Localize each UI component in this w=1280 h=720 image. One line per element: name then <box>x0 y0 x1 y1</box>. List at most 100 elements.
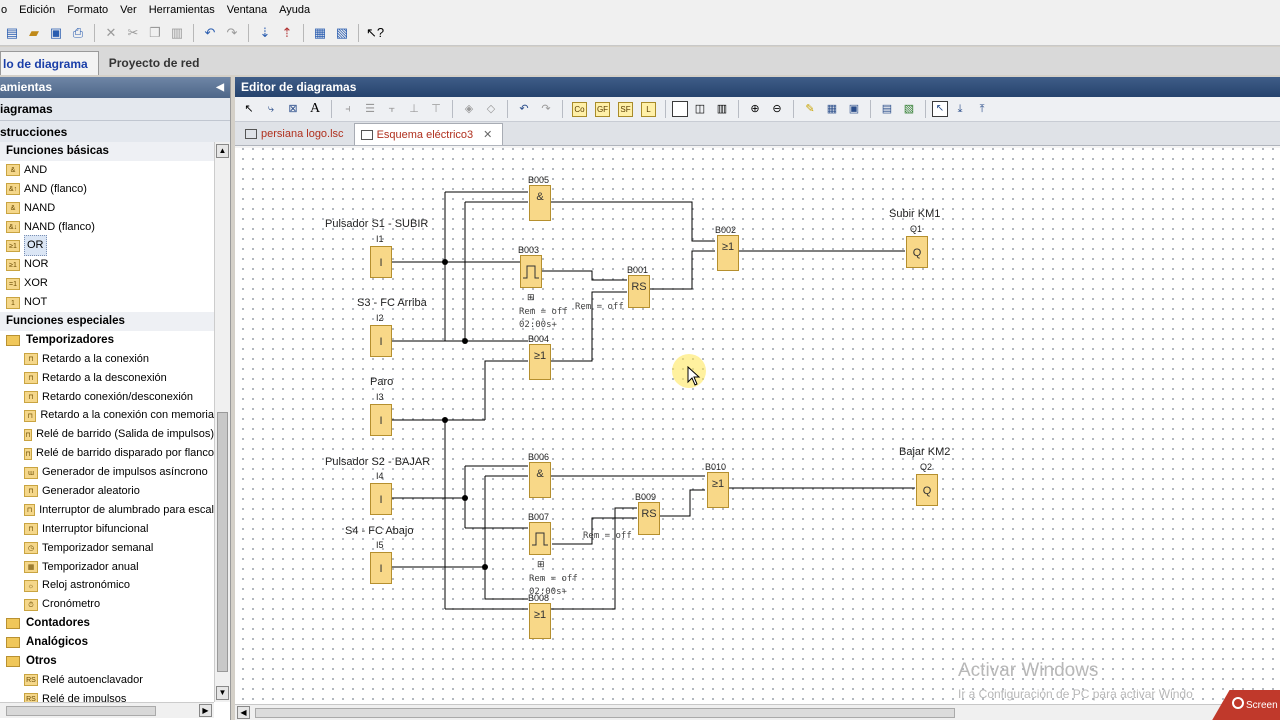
collapse-arrow-icon[interactable]: ◀ <box>216 82 224 93</box>
tree-others[interactable]: Otros <box>0 652 214 671</box>
select-tool-icon[interactable]: ↖ <box>244 103 254 115</box>
grid-icon[interactable]: ▦ <box>826 103 838 115</box>
transfer-pc-logo-icon[interactable]: ⇣ <box>259 24 271 40</box>
align-middle-icon[interactable]: ⊥ <box>409 103 419 115</box>
expand-icon[interactable]: ⊞ <box>537 559 545 569</box>
tab-persiana-logo[interactable]: persiana logo.lsc <box>239 123 354 145</box>
tree-item-timer[interactable]: ⏱Cronómetro <box>0 595 214 614</box>
basic-functions-button[interactable]: GF <box>595 101 610 117</box>
tree-item-timer[interactable]: ◷Temporizador semanal <box>0 539 214 558</box>
delete-icon[interactable]: ✕ <box>105 24 117 40</box>
split-triple-icon[interactable]: ▥ <box>716 103 728 115</box>
scrollbar-thumb[interactable] <box>217 412 228 672</box>
tree-item-timer[interactable]: ⊓Interruptor de alumbrado para escal <box>0 501 214 520</box>
tab-network-project[interactable]: Proyecto de red <box>108 56 200 70</box>
tree-vertical-scrollbar[interactable]: ▲ ▼ <box>214 142 230 702</box>
paste-icon[interactable]: ▥ <box>170 24 184 40</box>
input-block-i3[interactable]: I <box>370 404 392 436</box>
block-b005-and[interactable]: & <box>529 185 551 221</box>
split-connector-icon[interactable]: ⊠ <box>288 103 298 115</box>
print-icon[interactable]: ⎙ <box>72 24 84 40</box>
scroll-right-icon[interactable]: ▶ <box>199 704 212 717</box>
online-test-icon[interactable]: ▧ <box>903 103 915 115</box>
tree-item-timer[interactable]: ⊓Retardo a la conexión con memoria <box>0 406 214 425</box>
tree-timers[interactable]: Temporizadores <box>0 330 214 350</box>
block-parameter-icon[interactable]: ▣ <box>848 103 860 115</box>
output-block-q1[interactable]: Q <box>906 236 928 268</box>
input-block-i1[interactable]: I <box>370 246 392 278</box>
text-tool-icon[interactable]: A <box>309 101 321 116</box>
tree-item-timer[interactable]: ⊓Interruptor bifuncional <box>0 520 214 539</box>
tree-item-timer[interactable]: ▦Temporizador anual <box>0 558 214 577</box>
section-diagrams[interactable]: iagramas <box>0 98 230 121</box>
block-b008-or[interactable]: ≥1 <box>529 603 551 639</box>
block-b004-or[interactable]: ≥1 <box>529 344 551 380</box>
group-icon[interactable]: ◈ <box>464 103 474 115</box>
block-b007-timer[interactable] <box>529 522 551 555</box>
tree-item-timer[interactable]: ☼Reloj astronómico <box>0 576 214 595</box>
menu-formato[interactable]: Formato <box>67 4 109 16</box>
open-folder-icon[interactable]: ▰ <box>29 24 39 40</box>
special-functions-button[interactable]: SF <box>618 101 633 117</box>
block-b010-or[interactable]: ≥1 <box>707 472 729 508</box>
block-b002-or[interactable]: ≥1 <box>717 235 739 271</box>
menu-archivo[interactable]: o <box>1 4 8 16</box>
canvas-horizontal-scrollbar[interactable]: ◀ <box>235 704 1280 720</box>
undo-icon[interactable]: ↶ <box>519 103 529 115</box>
tree-basic-functions[interactable]: Funciones básicas <box>0 142 214 161</box>
pan-down-icon[interactable]: ⤓ <box>957 103 963 115</box>
menu-ayuda[interactable]: Ayuda <box>279 4 311 16</box>
tree-item-timer[interactable]: ⊓Retardo a la desconexión <box>0 369 214 388</box>
ungroup-icon[interactable]: ◇ <box>486 103 496 115</box>
expand-icon[interactable]: ⊞ <box>527 292 535 302</box>
scrollbar-thumb[interactable] <box>6 706 156 716</box>
pan-up-icon[interactable]: ⤒ <box>979 103 985 115</box>
ladder-button[interactable]: L <box>641 101 656 117</box>
redo-icon[interactable]: ↷ <box>226 24 238 40</box>
input-block-i2[interactable]: I <box>370 325 392 357</box>
connect-tool-icon[interactable]: ⤷ <box>267 103 275 115</box>
align-left-icon[interactable]: ⫞ <box>345 103 351 115</box>
tree-item-timer[interactable]: ⊓Retardo a la conexión <box>0 350 214 369</box>
redo-icon[interactable]: ↷ <box>541 103 551 115</box>
zoom-in-icon[interactable]: ⊕ <box>750 103 760 115</box>
menu-edicion[interactable]: Edición <box>19 4 56 16</box>
tab-esquema-electrico3[interactable]: Esquema eléctrico3✕ <box>353 123 504 145</box>
tree-item-timer[interactable]: ⊓Generador aleatorio <box>0 482 214 501</box>
context-help-icon[interactable]: ↖? <box>365 24 385 40</box>
tree-item-timer[interactable]: ⊓Relé de barrido disparado por flanco <box>24 447 214 460</box>
tree-item-nand[interactable]: &NAND <box>0 199 214 218</box>
tab-diagram-mode[interactable]: lo de diagrama <box>0 51 99 75</box>
cursor-select-icon[interactable]: ↖ <box>932 101 948 117</box>
tree-item-and[interactable]: &AND <box>0 161 214 180</box>
scrollbar-thumb[interactable] <box>255 708 955 718</box>
tree-item-timer[interactable]: ⊓Relé de barrido (Salida de impulsos) <box>24 428 214 441</box>
split-vertical-icon[interactable]: ◫ <box>694 103 706 115</box>
block-b003-timer[interactable] <box>520 255 542 288</box>
tree-item-nand-edge[interactable]: &↓NAND (flanco) <box>0 218 214 237</box>
constants-button[interactable]: Co <box>572 101 587 117</box>
highlight-icon[interactable]: ✎ <box>805 103 815 115</box>
copy-icon[interactable]: ❐ <box>149 24 161 40</box>
menu-ventana[interactable]: Ventana <box>226 4 268 16</box>
diagram-canvas[interactable]: Pulsador S1 - SUBIR I1 I S3 - FC Arriba … <box>235 148 1280 704</box>
tree-counters[interactable]: Contadores <box>0 614 214 634</box>
align-top-icon[interactable]: ⫟ <box>388 103 396 115</box>
tree-analog[interactable]: Analógicos <box>0 633 214 653</box>
online-test-icon[interactable]: ▧ <box>335 24 349 40</box>
align-bottom-icon[interactable]: ⊤ <box>431 103 441 115</box>
tree-item-and-edge[interactable]: &↑AND (flanco) <box>0 180 214 199</box>
menu-ver[interactable]: Ver <box>120 4 137 16</box>
tree-item-timer[interactable]: ⊓Retardo conexión/desconexión <box>0 388 214 407</box>
cut-icon[interactable]: ✂ <box>127 24 139 40</box>
menu-herramientas[interactable]: Herramientas <box>148 4 215 16</box>
input-block-i5[interactable]: I <box>370 552 392 584</box>
zoom-out-icon[interactable]: ⊖ <box>772 103 782 115</box>
